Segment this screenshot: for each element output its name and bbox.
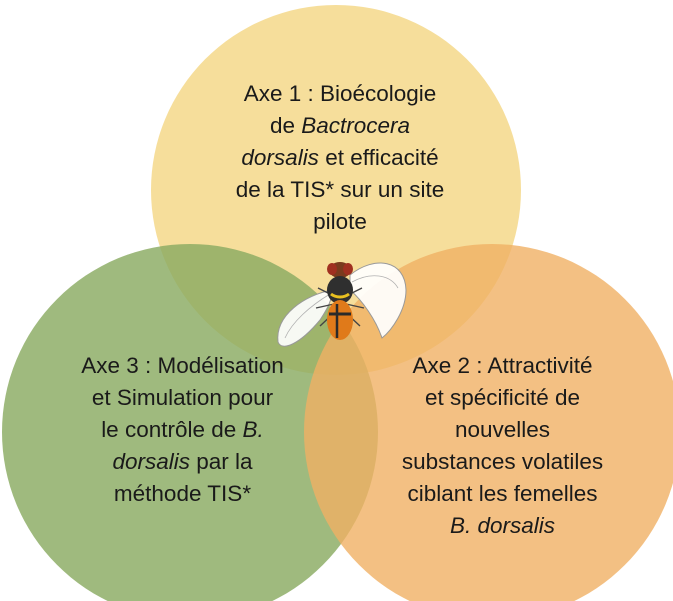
axe3-line-3-text: le contrôle de	[101, 417, 243, 442]
axe1-line-2-text: de	[269, 113, 302, 138]
axe3-line-1: Axe 3 : Modélisation	[81, 353, 284, 378]
axe3-line-3-species: B.	[242, 417, 264, 442]
axe1-line-5: pilote	[313, 209, 367, 234]
axe3-line-3: le contrôle de B.	[10, 414, 355, 446]
axe3-line-5: méthode TIS*	[113, 481, 252, 506]
axe3-line-4: dorsalis par la	[10, 446, 355, 478]
axe1-label: Axe 1 : Bioécologie de Bactrocera dorsal…	[180, 78, 500, 238]
axe1-line-3-species: dorsalis	[241, 145, 319, 170]
fly-thorax	[327, 276, 353, 304]
axe1-line-2-species: Bactrocera	[301, 113, 411, 138]
fly-right-wing	[349, 262, 407, 339]
axe3-line-2: et Simulation pour	[91, 385, 274, 410]
axe2-line-1: Axe 2 : Attractivité	[412, 353, 593, 378]
axe1-line-1: Axe 1 : Bioécologie	[243, 81, 437, 106]
axe3-label: Axe 3 : Modélisation et Simulation pour …	[10, 350, 355, 510]
axe1-line-3: dorsalis et efficacité	[180, 142, 500, 174]
axe1-line-3-text: et efficacité	[318, 145, 439, 170]
axe3-line-4-species: dorsalis	[112, 449, 190, 474]
axe2-line-2: et spécificité de	[424, 385, 581, 410]
axe1-line-2: de Bactrocera	[180, 110, 500, 142]
axe3-line-4-text: par la	[189, 449, 253, 474]
axe2-line-6: B. dorsalis	[449, 513, 556, 538]
axe2-line-5: ciblant les femelles	[407, 481, 598, 506]
axe2-label: Axe 2 : Attractivité et spécificité de n…	[345, 350, 660, 542]
fly-abdomen	[327, 300, 353, 340]
axe1-line-4: de la TIS* sur un site	[235, 177, 445, 202]
fruit-fly-icon	[277, 262, 407, 347]
axe2-line-3: nouvelles	[454, 417, 551, 442]
axe2-line-4: substances volatiles	[401, 449, 604, 474]
axe2-circle	[304, 244, 673, 601]
